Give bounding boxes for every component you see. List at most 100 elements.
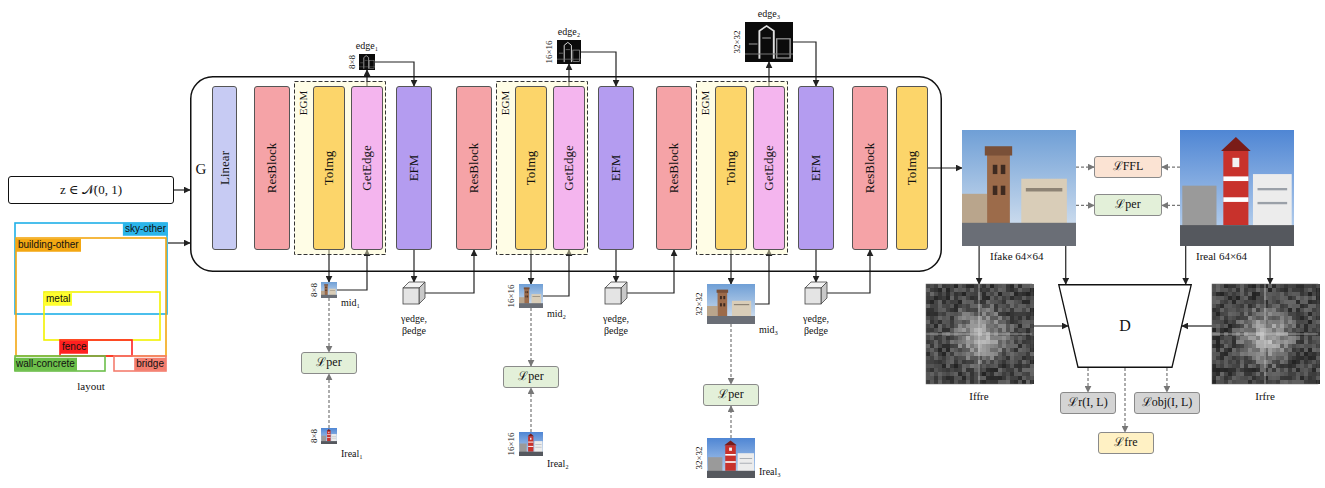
class-tag: fence [60,341,88,354]
generator-frame: G Linear ResBlock EGM ToImg GetEdge EFM ResBloc… [190,76,942,272]
edge-map-art [557,40,581,64]
modulation-cube-art [605,282,627,304]
block-label: EFM [609,155,624,182]
class-tag: wall-concrete [14,358,77,371]
image-label: Ireal₁ [341,448,363,460]
loss-label: ℒper [1115,198,1140,212]
class-tag: bridge [134,358,166,371]
real-image: 16×16Ireal₂ [519,432,543,456]
real-image: Ireal 64×64 [1180,130,1294,246]
module-label: EGM [297,91,310,115]
loss-arrow [530,388,531,432]
block-label: ResBlock [467,143,482,194]
block-label: ToImg [322,151,337,185]
image-label: Irfre [1255,390,1275,403]
mid-image: 8×8mid₁ [321,282,337,298]
flow-arrow [978,246,979,284]
modulation-cube-art [403,282,425,304]
block-label: Linear [217,151,232,185]
size-label: 32×32 [694,292,704,315]
flow-arrow [337,250,367,290]
flow-arrow [543,250,569,296]
flow-arrow [1182,325,1212,326]
image-label: mid₁ [341,297,360,309]
flow-arrow [1065,246,1066,284]
figure-caption: layout [77,380,105,393]
flow-arrow [168,242,190,243]
loss-arrow [1162,167,1180,168]
loss-box: ℒper [1094,194,1162,216]
image-label: edge₁ [356,40,378,52]
param-label: γedge, βedge [594,313,638,336]
block-label: GetEdge [360,145,375,190]
modulation-cube: γedge, βedge [805,282,827,304]
edge-map: edge₂16×16 [557,40,581,64]
param-label: γedge, βedge [392,313,436,336]
spectrum-image: Irfre [1212,284,1318,384]
spectrum-image-art [926,284,1032,384]
loss-label: ℒFFL [1113,160,1144,174]
noise-input: z ∈ 𝒩(0, 1) [8,176,174,204]
discriminator: D [1058,284,1192,368]
loss-arrow [1076,205,1094,206]
class-tag: metal [44,293,72,306]
flow-arrow [581,52,616,86]
block-label: EFM [809,155,824,182]
image-label: mid₃ [759,324,778,336]
class-tag: sky-other [123,223,168,236]
loss-arrow [730,324,731,384]
loss-box: ℒobj(I, L) [1134,392,1200,414]
real-image: 8×8Ireal₁ [321,428,337,444]
real-image: 32×32Ireal₃ [707,438,755,478]
mid-image: 32×32mid₃ [707,284,755,324]
resblock: ResBlock [656,86,692,250]
getedge-block: GetEdge [753,86,785,250]
modulation-cube-art [805,282,827,304]
resblock: ResBlock [254,86,290,250]
real-image-art [1180,130,1294,246]
spectrum-image-art [1212,284,1318,384]
loss-label: ℒper [718,388,743,402]
module-label: EGM [499,91,512,115]
loss-box: ℒper [301,352,357,374]
class-tag: building-other [16,239,81,252]
layout-map: sky-other building-other metal fence wall-co… [14,222,168,372]
loss-arrow [328,374,329,428]
image-label: Ireal₃ [759,466,781,478]
mid-image-art [519,284,543,308]
loss-arrow [1162,205,1180,206]
fake-image-art [962,130,1076,246]
block-label: ResBlock [667,143,682,194]
resblock: ResBlock [456,86,492,250]
spectrum-image: Iffre [926,284,1032,384]
real-image-art [321,428,337,444]
size-label: 16×16 [506,432,516,455]
size-label: 8×8 [309,429,319,443]
edge-map: edge₃32×32 [745,22,793,62]
loss-arrow [1166,368,1167,392]
image-label: Iffre [969,390,988,403]
module-name: G [196,161,207,178]
flow-arrow [413,250,414,282]
flow-arrow [615,250,616,282]
loss-box: ℒFFL [1094,156,1162,178]
block-label: ToImg [905,151,920,185]
edge-map: edge₁8×8 [359,54,375,70]
image-label: Ireal₂ [547,458,569,470]
image-label: edge₃ [758,8,780,20]
egm-module: EGM ToImg GetEdge [696,81,788,255]
loss-label: ℒper [316,356,341,370]
loss-label: ℒper [518,370,543,384]
real-image-art [519,432,543,456]
block-label: ToImg [724,151,739,185]
size-label: 32×32 [732,30,742,53]
size-label: 8×8 [347,55,357,69]
param-label: γedge, βedge [794,313,838,336]
modulation-cube: γedge, βedge [605,282,627,304]
modulation-cube: γedge, βedge [403,282,425,304]
module-label: EGM [699,91,712,115]
size-label: 16×16 [544,40,554,63]
efm-block: EFM [396,86,432,250]
toimg-block: ToImg [896,86,928,250]
